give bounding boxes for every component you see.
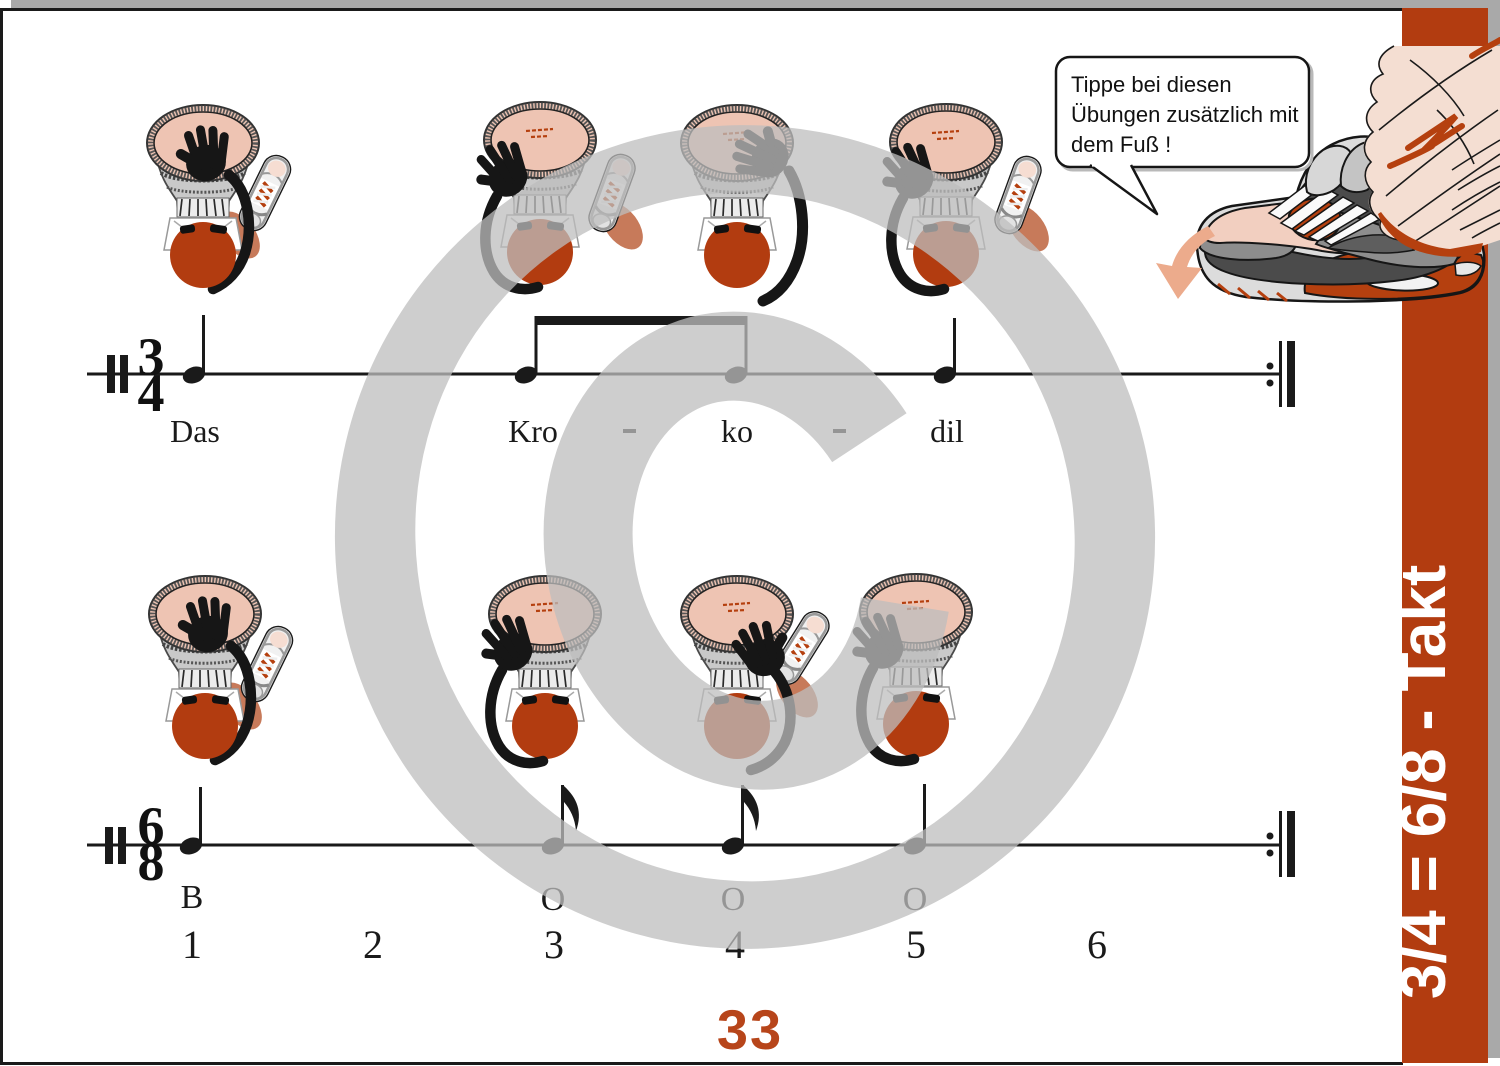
svg-text:dil: dil	[930, 413, 964, 449]
svg-text:5: 5	[906, 922, 926, 967]
svg-text:3: 3	[544, 922, 564, 967]
svg-text:6: 6	[138, 796, 165, 856]
svg-text:3: 3	[138, 327, 165, 387]
svg-text:Kro: Kro	[508, 413, 558, 449]
svg-text:2: 2	[363, 922, 383, 967]
svg-text:B: B	[181, 879, 204, 916]
svg-text:Übungen zusätzlich mit: Übungen zusätzlich mit	[1071, 102, 1298, 127]
svg-text:6: 6	[1087, 922, 1107, 967]
svg-text:dem Fuß !: dem Fuß !	[1071, 132, 1171, 157]
svg-text:8: 8	[138, 832, 165, 892]
svg-text:ko: ko	[721, 413, 753, 449]
svg-text:1: 1	[182, 922, 202, 967]
svg-text:33: 33	[717, 998, 783, 1061]
svg-text:4: 4	[138, 363, 165, 423]
svg-text:Das: Das	[170, 413, 220, 449]
svg-text:3/4 = 6/8 - Takt: 3/4 = 6/8 - Takt	[1387, 565, 1459, 1000]
svg-text:Tippe bei diesen: Tippe bei diesen	[1071, 72, 1232, 97]
